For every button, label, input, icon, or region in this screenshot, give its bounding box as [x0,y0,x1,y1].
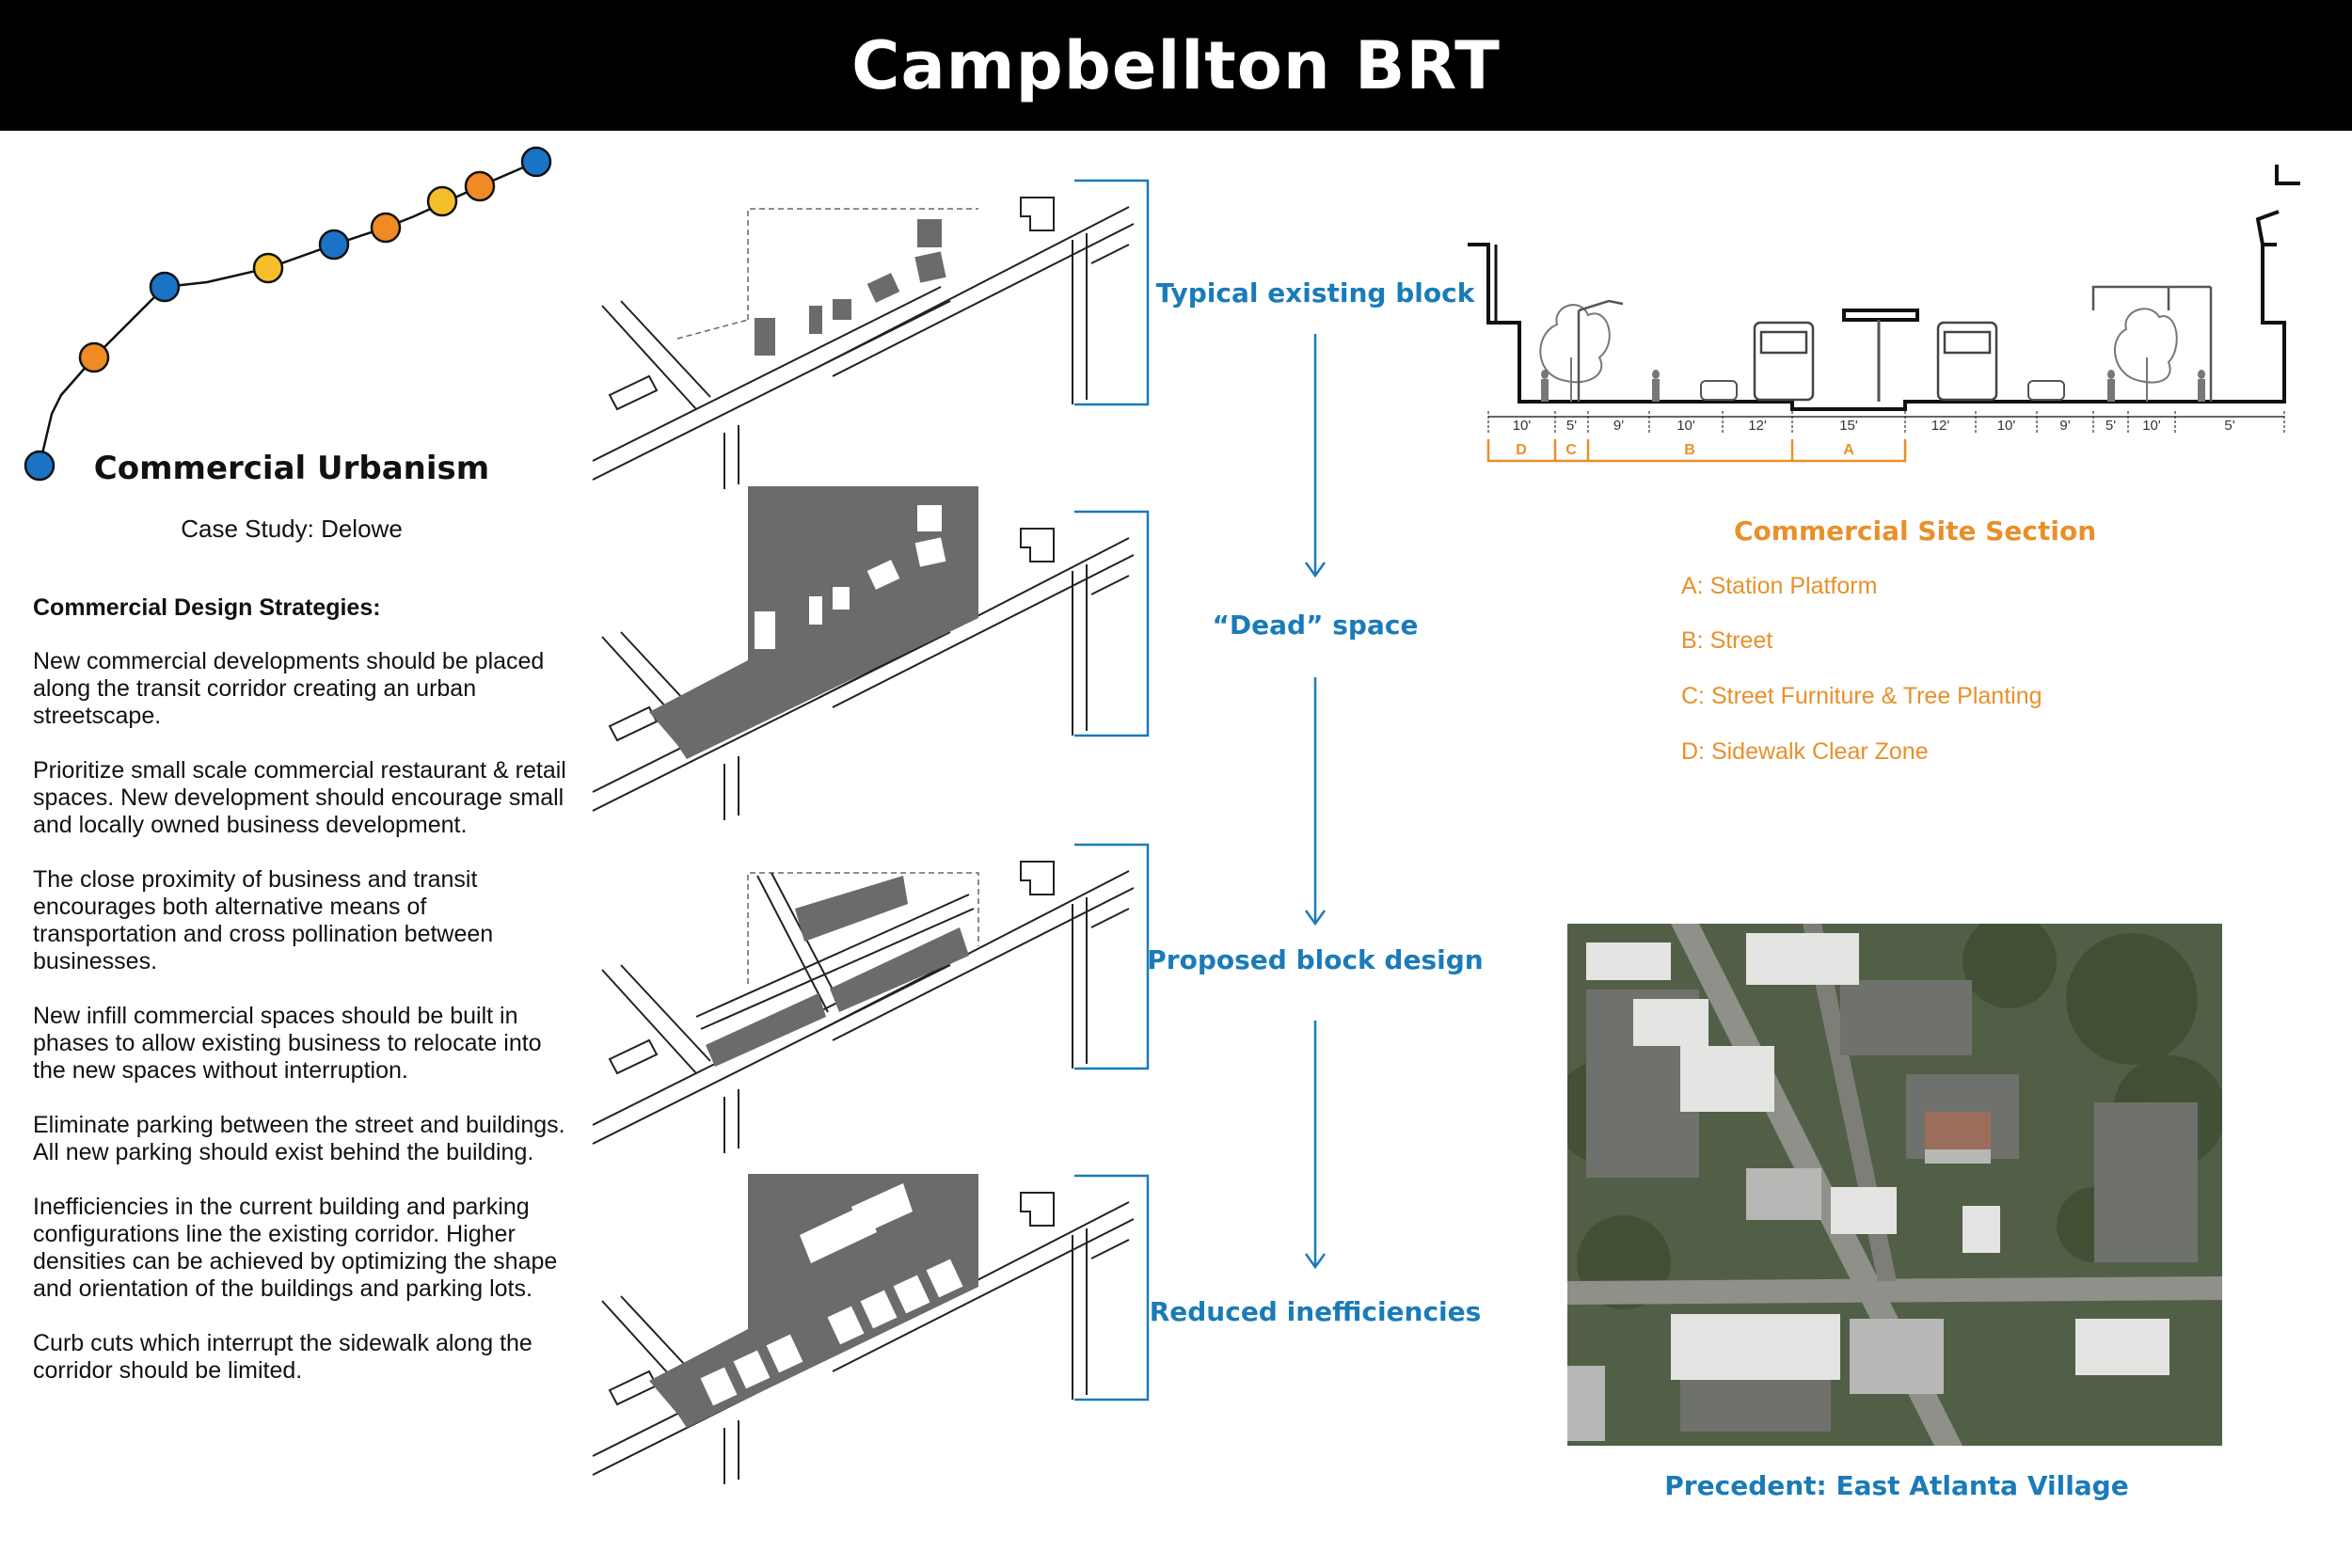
legend-item-d: D: Sidewalk Clear Zone [1681,738,1929,765]
plan-existing-block [591,179,1150,491]
route-station-marker [78,341,110,373]
step-label-dead-space: “Dead” space [1212,610,1419,641]
route-station-marker [318,229,350,261]
plan-dead-space [591,486,1150,822]
dimension-label: 10' [1513,418,1532,434]
dimension-label: 10' [1997,418,2016,434]
route-station-marker [426,185,458,217]
strategy-paragraph: Eliminate parking between the street and… [33,1112,565,1165]
zone-letter: C [1565,442,1577,458]
route-station-marker [149,271,181,303]
zone-letter: B [1684,442,1695,458]
site-plan-diagrams [591,179,1150,1486]
step-label-proposed: Proposed block design [1147,944,1484,975]
dimension-label: 10' [1677,418,1695,434]
zone-letter: A [1843,442,1854,458]
dimension-label: 9' [2059,418,2070,434]
page-title: Campbellton BRT [851,26,1501,104]
section-title: Commercial Site Section [1734,515,2097,546]
zone-letter: D [1516,442,1527,458]
aerial-photo [1567,924,2222,1446]
route-station-marker [24,450,56,482]
step-label-existing: Typical existing block [1155,277,1475,309]
plan-reduced-inefficiencies [591,1174,1150,1486]
precedent-caption: Precedent: East Atlanta Village [1664,1470,2129,1501]
route-station-marker [520,146,552,178]
dimension-label: 12' [1931,418,1950,434]
dimension-label: 5' [2224,418,2234,434]
legend-item-b: B: Street [1681,627,1773,654]
strategy-paragraph: Inefficiencies in the current building a… [33,1194,558,1302]
route-station-marker [464,170,496,202]
plan-proposed-block [591,843,1150,1155]
dimension-label: 15' [1839,418,1858,434]
step-label-reduced: Reduced inefficiencies [1149,1296,1482,1327]
legend-item-a: A: Station Platform [1681,573,1878,599]
street-section: 10' 5' 9' 10' 12' 15' 12' 10' 9' 5' 10' 5' D C B A [1468,165,2300,463]
legend-item-c: C: Street Furniture & Tree Planting [1681,683,2042,709]
strategies-block: Commercial Design Strategies: New commer… [33,594,569,1412]
strategy-paragraph: Prioritize small scale commercial restau… [33,757,566,838]
strategy-paragraph: New infill commercial spaces should be b… [33,1003,542,1084]
route-station-marker [370,212,402,244]
step-arrows [1304,334,1327,1270]
strategy-paragraph: Curb cuts which interrupt the sidewalk a… [33,1330,532,1384]
dimension-label: 10' [2142,418,2161,434]
dimension-label: 5' [1566,418,1577,434]
case-study-subheading: Case Study: Delowe [181,515,403,543]
strategies-heading: Commercial Design Strategies: [33,594,381,621]
section-dimensions: 10' 5' 9' 10' 12' 15' 12' 10' 9' 5' 10' 5' [1487,411,2285,434]
title-banner: Campbellton BRT [0,0,2352,131]
strategy-paragraph: The close proximity of business and tran… [33,866,494,974]
route-map [24,146,552,482]
section-heading: Commercial Urbanism [93,450,490,487]
dimension-label: 9' [1613,418,1624,434]
route-line [38,160,537,467]
route-station-marker [252,252,284,284]
strategy-paragraph: New commercial developments should be pl… [33,648,545,729]
dimension-label: 5' [2106,418,2116,434]
dimension-label: 12' [1748,418,1767,434]
route-stations [24,146,552,482]
